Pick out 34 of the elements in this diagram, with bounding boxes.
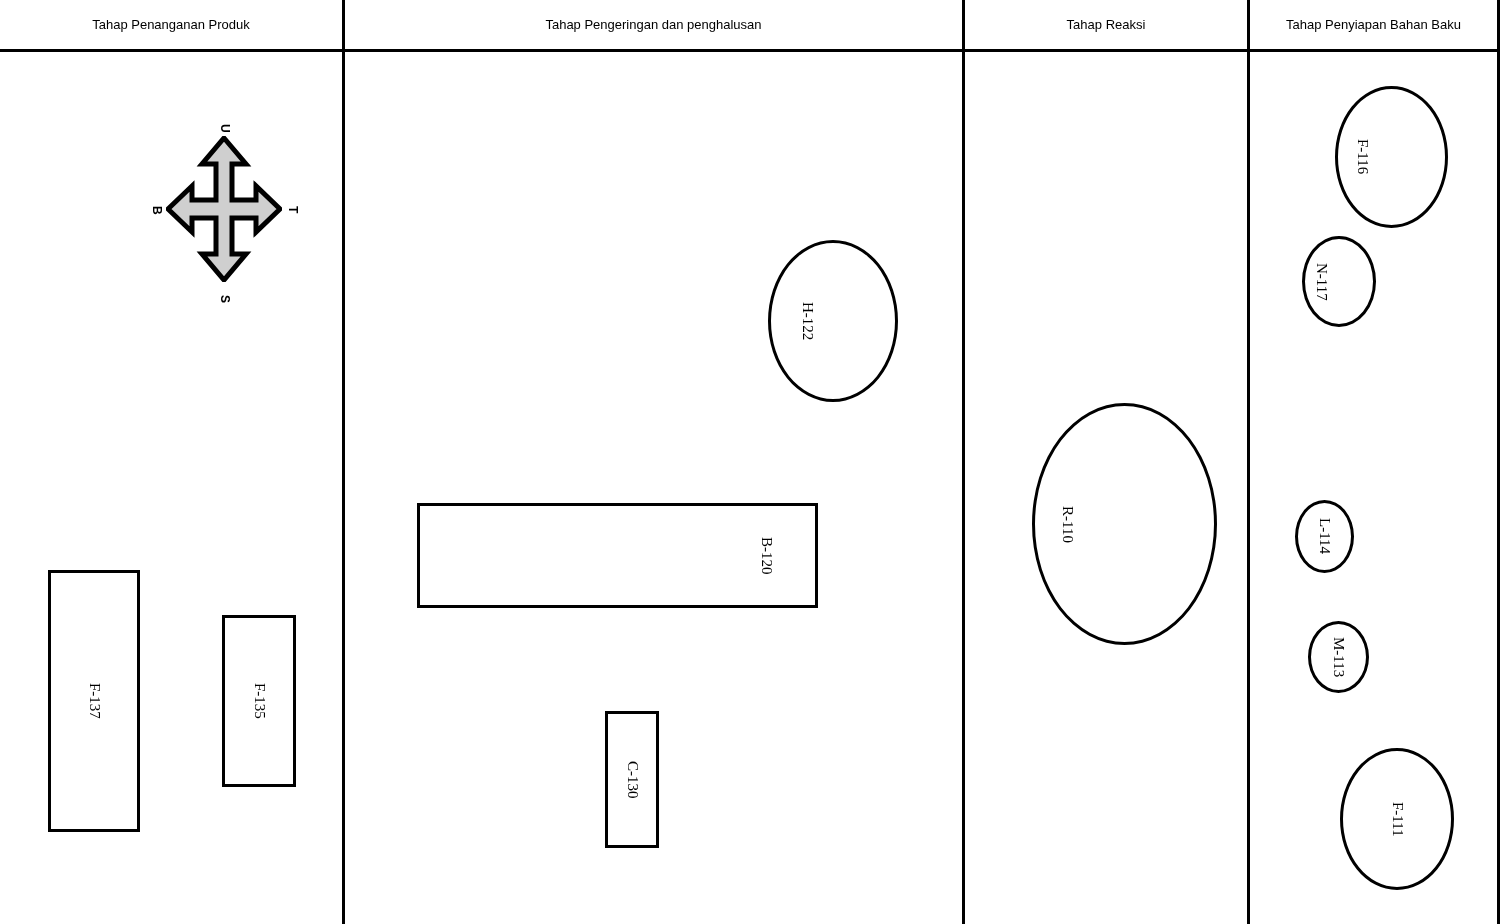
equipment-code: M-113	[1330, 636, 1347, 678]
equipment-ellipse	[1308, 621, 1369, 693]
equipment-ellipse	[1335, 86, 1448, 228]
compass-letter: B	[150, 206, 164, 215]
column-heading: Tahap Reaksi	[1066, 17, 1146, 32]
stage-column	[345, 0, 965, 924]
equipment-code: H-122	[799, 301, 816, 341]
equipment-ellipse	[768, 240, 898, 402]
column-heading: Tahap Penanganan Produk	[92, 17, 250, 32]
column-heading: Tahap Penyiapan Bahan Baku	[1286, 17, 1461, 32]
stage-column	[0, 0, 345, 924]
compass-letter: T	[286, 206, 300, 214]
equipment-rectangle	[605, 711, 659, 848]
compass-letter: S	[218, 295, 232, 303]
equipment-ellipse	[1032, 403, 1217, 645]
equipment-rectangle	[222, 615, 296, 787]
equipment-rectangle	[417, 503, 818, 608]
equipment-ellipse	[1295, 500, 1354, 573]
stage-column	[965, 0, 1250, 924]
column-heading: Tahap Pengeringan dan penghalusan	[545, 17, 762, 32]
equipment-code: C-130	[623, 760, 641, 799]
equipment-code: F-111	[1388, 801, 1406, 837]
equipment-ellipse	[1302, 236, 1376, 327]
equipment-code: N-117	[1313, 262, 1330, 301]
equipment-code: B-120	[758, 536, 775, 575]
equipment-code: L-114	[1316, 518, 1333, 555]
equipment-code: F-135	[250, 683, 268, 719]
compass-letter: U	[218, 124, 232, 133]
equipment-code: F-116	[1354, 139, 1371, 175]
equipment-code: F-137	[85, 683, 103, 719]
equipment-ellipse	[1340, 748, 1454, 890]
equipment-rectangle	[48, 570, 140, 832]
stage-column	[1250, 0, 1500, 924]
equipment-code: R-110	[1059, 505, 1076, 543]
